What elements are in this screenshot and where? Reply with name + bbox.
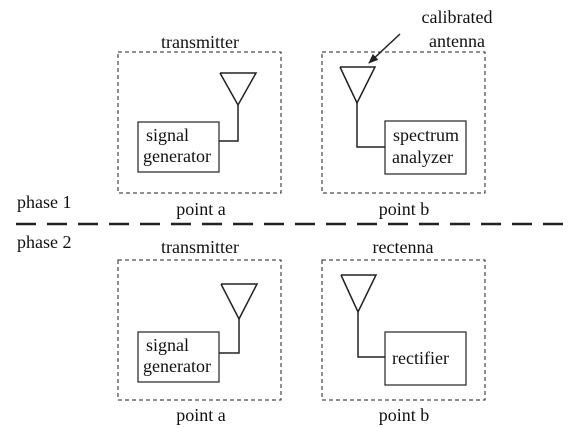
p1-transmitter-box (117, 51, 282, 194)
p1-calibrated-label-line1: calibrated (422, 7, 493, 27)
p1-transmitter-antenna-icon (219, 72, 258, 142)
p1-spectrum-analyzer-line1: spectrum (393, 125, 459, 145)
p1-signal-generator-line2: generator (143, 146, 211, 166)
p1-point-a-label: point a (176, 199, 226, 219)
p2-point-a-label: point a (176, 405, 226, 425)
p1-receiver-box (321, 51, 486, 194)
p2-signal-generator-line1: signal (146, 335, 189, 355)
p1-spectrum-analyzer-box (384, 120, 467, 175)
p1-spectrum-analyzer-line2: analyzer (392, 147, 453, 167)
p1-calibrated-antenna-icon (339, 66, 385, 148)
p2-rectenna-box (321, 259, 486, 401)
p2-signal-generator-box (137, 331, 220, 383)
p2-rectenna-antenna-icon (340, 274, 385, 358)
p2-point-b-label: point b (379, 405, 430, 425)
p2-transmitter-antenna-icon (219, 283, 259, 354)
p1-signal-generator-line1: signal (146, 125, 189, 145)
p1-transmitter-title: transmitter (161, 32, 239, 52)
p2-rectenna-title: rectenna (373, 237, 434, 257)
p1-point-b-label: point b (379, 199, 430, 219)
p2-rectifier-box (384, 331, 467, 386)
p2-transmitter-box (117, 259, 282, 401)
phase-2-label: phase 2 (17, 232, 71, 252)
p2-transmitter-title: transmitter (161, 237, 239, 257)
p2-signal-generator-line2: generator (143, 356, 211, 376)
p1-pointer-arrow (368, 33, 401, 64)
p1-calibrated-label-line2: antenna (429, 31, 485, 51)
p2-rectifier-label: rectifier (392, 348, 449, 368)
phase-1-label: phase 1 (17, 192, 71, 212)
p1-signal-generator-box (137, 121, 220, 173)
